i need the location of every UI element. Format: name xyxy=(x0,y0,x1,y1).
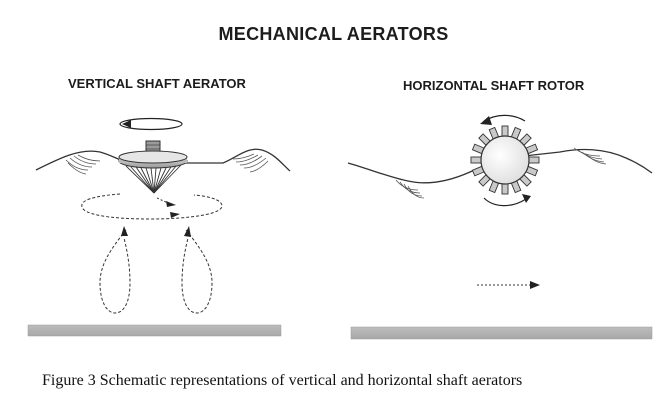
splash-hatch-rotor-right xyxy=(573,147,607,165)
vertical-shaft-aerator-panel xyxy=(27,117,291,337)
circulation-loop-right xyxy=(181,226,213,314)
flow-direction-arrow xyxy=(477,281,540,289)
rotation-arrow-rotor-top xyxy=(480,114,526,125)
horizontal-shaft-rotor-panel xyxy=(347,114,653,340)
splash-hatch-right xyxy=(232,153,269,173)
tank-floor-left xyxy=(27,324,282,337)
impeller-disc xyxy=(118,150,188,169)
rotation-arrow-top xyxy=(119,117,183,131)
rotor-drum xyxy=(480,135,530,185)
rotor xyxy=(470,125,540,195)
figure-caption: Figure 3 Schematic representations of ve… xyxy=(42,372,523,389)
figure-title: MECHANICAL AERATORS xyxy=(218,24,449,44)
impeller-cone xyxy=(125,164,182,194)
tank-floor-right xyxy=(350,326,653,340)
circulation-loop-left xyxy=(99,226,131,314)
rotation-arrow-rotor-bottom xyxy=(483,194,531,207)
circulation-ellipse-horizontal xyxy=(81,193,223,220)
horizontal-shaft-rotor-title: HORIZONTAL SHAFT ROTOR xyxy=(403,78,585,93)
splash-hatch-rotor-left xyxy=(395,179,425,199)
vertical-shaft-aerator-title: VERTICAL SHAFT AERATOR xyxy=(68,76,246,91)
splash-hatch-left xyxy=(65,154,101,175)
